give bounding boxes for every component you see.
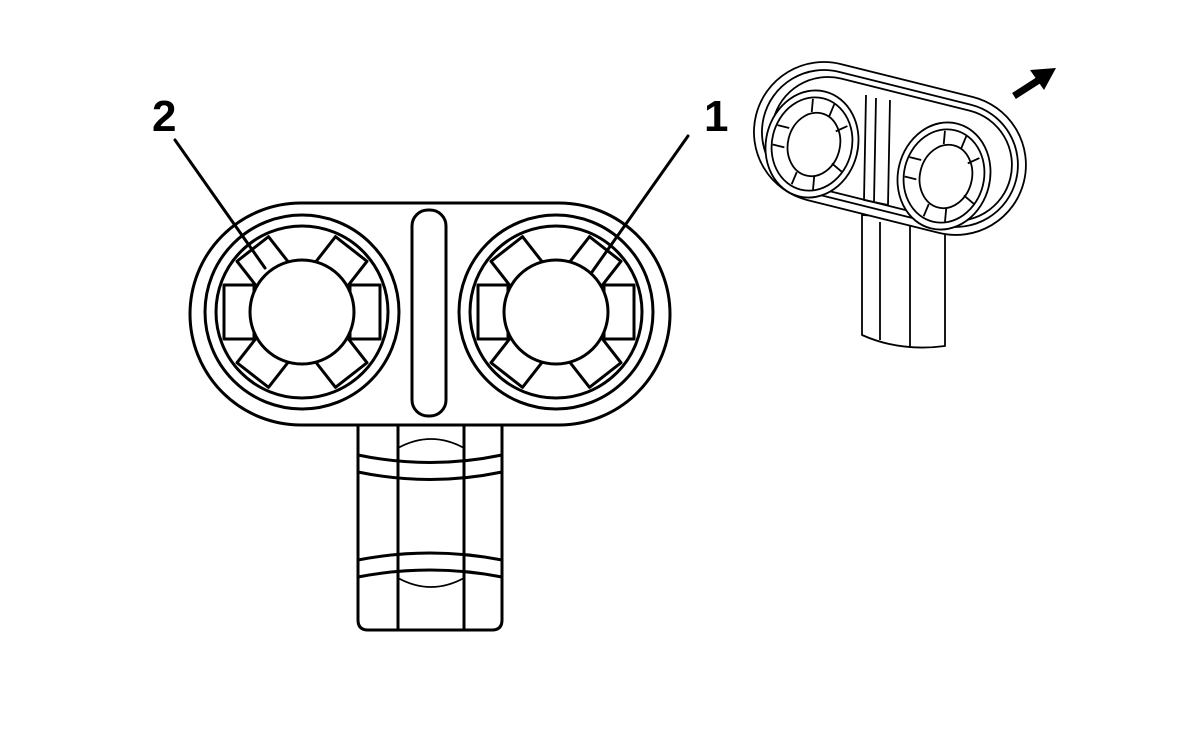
arrow-up-right-icon [1012,68,1056,99]
socket-2 [203,213,401,411]
connector-isometric-view [753,61,1056,349]
socket-1 [457,213,655,411]
iso-socket-2 [764,89,860,199]
leader-line-1 [590,134,690,274]
connector-stem [356,418,504,632]
iso-stem [861,214,946,349]
callout-1: 1 [704,92,728,141]
connector-front-view: 2 1 [152,92,728,632]
leader-line-2 [173,138,267,270]
iso-socket-1 [896,121,992,231]
center-slot [410,208,448,418]
callout-2: 2 [152,92,176,141]
